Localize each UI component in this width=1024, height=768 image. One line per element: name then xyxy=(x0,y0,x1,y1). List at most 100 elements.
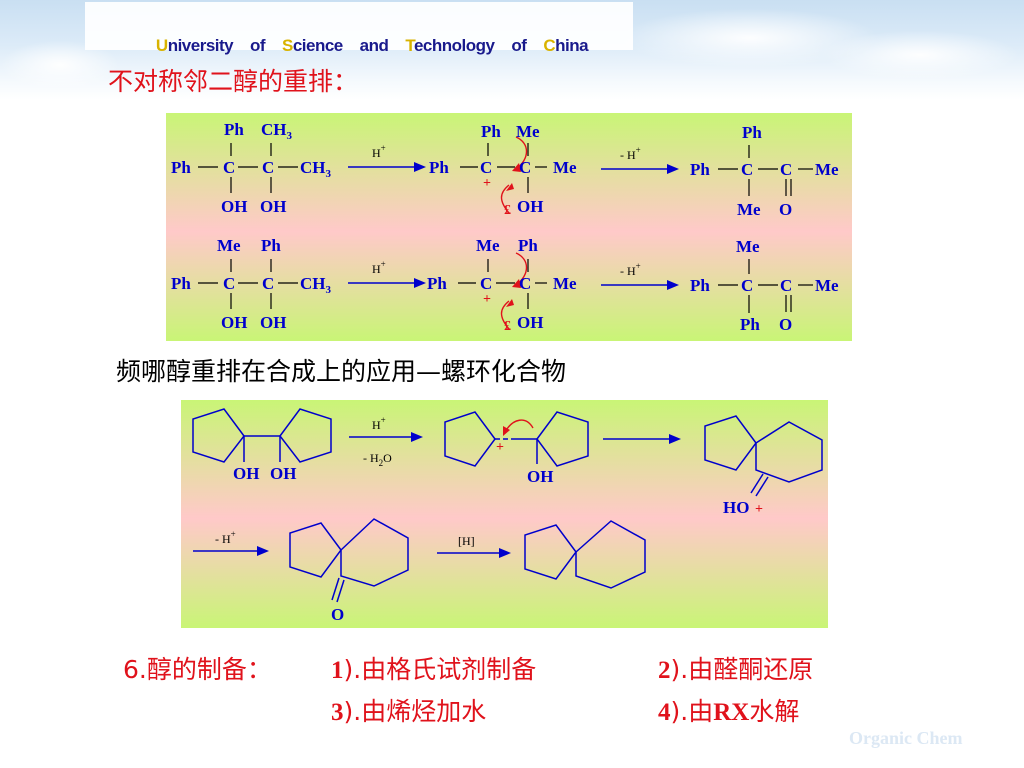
hydroxyl-label: OH xyxy=(260,197,286,216)
intermediate-me-label: Me xyxy=(553,274,577,293)
deprotonation-label: - H+ xyxy=(215,529,236,546)
hydroxyl-label: OH xyxy=(517,197,543,216)
acid-catalyst-label: H+ xyxy=(372,415,386,432)
cyclopentane-ring xyxy=(536,411,589,467)
carbon-label: C xyxy=(262,274,274,293)
product-me-label: Me xyxy=(736,237,760,256)
deprotonation-label: - H+ xyxy=(620,261,641,278)
preparation-method-4: 4).由RX水解 xyxy=(658,697,800,726)
course-watermark: Organic Chem xyxy=(849,728,963,748)
carbonyl-carbon-label: C xyxy=(780,160,792,179)
banner-initial: T xyxy=(405,36,414,55)
positive-charge-label: + xyxy=(483,292,491,307)
ketone-oxygen-label: O xyxy=(331,605,344,624)
carbon-label: C xyxy=(519,274,531,293)
banner-word: echnology xyxy=(413,36,495,55)
intermediate-me-label: Me xyxy=(553,158,577,177)
rearrangement-scheme-panel: Ph CH3 Ph C C CH3 OH OH H+ Ph Me Ph C + … xyxy=(166,113,852,341)
spiro-synthesis-panel: OH OH H+ - H2O + OH HO + - H+ O [H] xyxy=(181,400,828,628)
hydroxyl-label: OH xyxy=(233,464,259,483)
carbon-label: C xyxy=(741,276,753,295)
hydroxyl-label: OH xyxy=(221,313,247,332)
slide-title: 不对称邻二醇的重排： xyxy=(108,67,359,96)
university-name: University of Science and Technology of … xyxy=(139,16,589,76)
product-me-label: Me xyxy=(815,276,839,295)
reactant-ph-label: Ph xyxy=(224,120,244,139)
intermediate-ph-label: Ph xyxy=(427,274,447,293)
carbonyl-oxygen-label: O xyxy=(779,200,792,219)
cyclohexane-ring xyxy=(755,421,823,483)
bonds xyxy=(198,143,813,313)
banner-word: niversity xyxy=(167,36,234,55)
acid-catalyst-label: H+ xyxy=(372,143,386,160)
banner-word: of xyxy=(250,36,266,55)
cyclopentane-ring xyxy=(524,524,577,580)
lone-pair-symbol: £ xyxy=(504,319,511,334)
hydroxyl-label: OH xyxy=(221,197,247,216)
product-ph-label: Ph xyxy=(742,123,762,142)
product-me-label: Me xyxy=(737,200,761,219)
intermediate-me-label: Me xyxy=(516,122,540,141)
curved-arrowheads xyxy=(506,163,521,307)
migration-arrowhead xyxy=(503,426,510,436)
positive-charge-label: + xyxy=(496,440,504,455)
reactant-ph-label: Ph xyxy=(261,236,281,255)
preparation-method-3: 3).由烯烃加水 xyxy=(331,697,487,726)
product-ph-label: Ph xyxy=(690,276,710,295)
preparation-method-2: 2).由醛酮还原 xyxy=(658,655,814,684)
preparation-method-1: 1).由格氏试剂制备 xyxy=(331,655,537,684)
hydroxyl-label: OH xyxy=(260,313,286,332)
carbocation-label: C xyxy=(480,158,492,177)
oxocarbenium-ho-label: HO xyxy=(723,498,749,517)
banner-initial: S xyxy=(281,36,293,55)
cyclopentane-ring xyxy=(444,411,496,467)
cyclohexane-ring xyxy=(575,520,646,589)
reactant-ch3-label: CH3 xyxy=(261,120,293,142)
reaction-arrows xyxy=(193,436,675,554)
reactant-me-label: Me xyxy=(217,236,241,255)
intermediate-ph-label: Ph xyxy=(481,122,501,141)
intermediate-ph-label: Ph xyxy=(429,158,449,177)
carbon-label: C xyxy=(223,158,235,177)
carbocation-label: C xyxy=(480,274,492,293)
acid-catalyst-label: H+ xyxy=(372,259,386,276)
banner-word: hina xyxy=(555,36,589,55)
reactant-ph-label: Ph xyxy=(171,274,191,293)
cyclopentane-ring xyxy=(192,408,245,463)
banner-initial: U xyxy=(155,36,168,55)
arrowheads xyxy=(414,162,679,290)
cyclopentane-ring xyxy=(289,522,342,578)
reactant-ch3-label: CH3 xyxy=(300,274,332,296)
product-ph-label: Ph xyxy=(690,160,710,179)
carbonyl-carbon-label: C xyxy=(780,276,792,295)
carbon-label: C xyxy=(519,158,531,177)
carbon-label: C xyxy=(741,160,753,179)
university-banner: University of Science and Technology of … xyxy=(85,2,633,55)
banner-initial: C xyxy=(543,36,556,55)
reduction-label: [H] xyxy=(458,534,475,548)
cyclopentane-ring xyxy=(279,408,332,463)
section-subtitle: 频哪醇重排在合成上的应用—螺环化合物 xyxy=(116,357,567,386)
hydroxyl-label: OH xyxy=(517,313,543,332)
product-me-label: Me xyxy=(815,160,839,179)
positive-charge-label: + xyxy=(483,176,491,191)
carbon-label: C xyxy=(262,158,274,177)
banner-word: of xyxy=(511,36,527,55)
banner-word: cience xyxy=(292,36,343,55)
carbon-label: C xyxy=(223,274,235,293)
cloud-decoration xyxy=(820,30,1020,80)
reactant-ph-label: Ph xyxy=(171,158,191,177)
reaction-arrows xyxy=(348,166,673,286)
dehydration-label: - H2O xyxy=(363,451,392,468)
reactant-ch3-label: CH3 xyxy=(300,158,332,180)
rearrangement-scheme: Ph CH3 Ph C C CH3 OH OH H+ Ph Me Ph C + … xyxy=(171,120,839,334)
product-ph-label: Ph xyxy=(740,315,760,334)
cyclopentane-ring xyxy=(704,415,757,471)
hydroxyl-label: OH xyxy=(270,464,296,483)
cyclohexane-ring xyxy=(340,518,409,587)
spiro-synthesis-scheme: OH OH H+ - H2O + OH HO + - H+ O [H] xyxy=(192,408,823,624)
carbonyl-oxygen-label: O xyxy=(779,315,792,334)
intermediate-ph-label: Ph xyxy=(518,236,538,255)
lone-pair-symbol: £ xyxy=(504,203,511,218)
arrowheads xyxy=(257,432,681,558)
